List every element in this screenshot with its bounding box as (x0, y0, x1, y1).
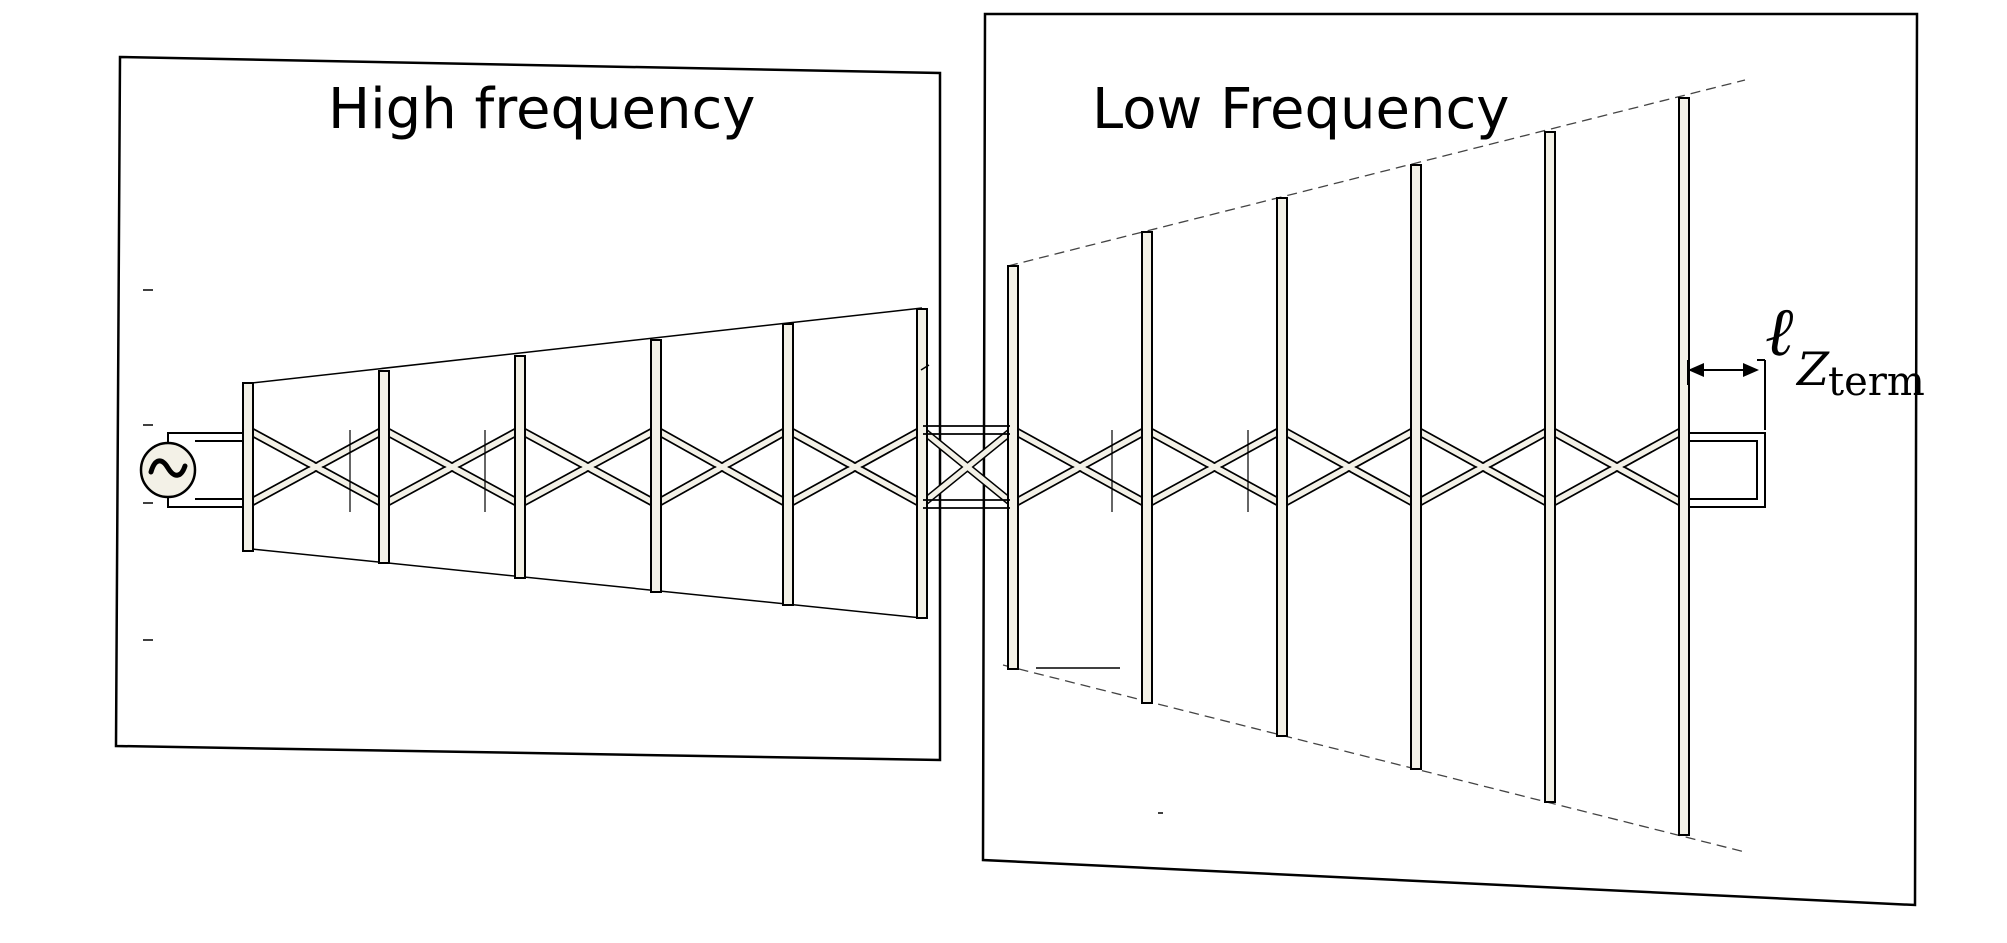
feed-upper-stub (167, 432, 244, 443)
high-frequency-title: High frequency (328, 77, 755, 142)
lf-element-3 (1276, 197, 1288, 737)
hf-element-2 (378, 370, 390, 564)
lattice-strip-up (518, 427, 658, 507)
hf-element-6 (916, 308, 928, 619)
feed-lower-stub (167, 497, 244, 508)
high-frequency-panel (114, 55, 942, 762)
termination-length-arrow (1687, 359, 1766, 430)
lattice-diagonal-up (1146, 425, 1283, 501)
lattice-diagonal-up (1012, 425, 1148, 501)
lattice-diagonal-up (1415, 433, 1551, 509)
lattice-diagonal-up (1549, 433, 1685, 509)
lf-element-1 (1007, 265, 1019, 670)
lf-element-2 (1141, 231, 1153, 704)
hf-element-1 (242, 382, 254, 552)
lf-element-4 (1410, 164, 1422, 770)
lattice-diagonal-up (1549, 425, 1685, 501)
lattice-strip-up (1414, 427, 1552, 507)
low-frequency-title: Low Frequency (1092, 77, 1509, 142)
lattice-strip-up (786, 427, 924, 507)
ac-source (139, 441, 197, 499)
lattice-diagonal-up (1281, 425, 1417, 501)
low-frequency-panel (981, 12, 1919, 907)
lattice-diagonal-up (383, 433, 521, 509)
hf-element-4 (650, 339, 662, 593)
lf-element-5 (1544, 131, 1556, 803)
lattice-diagonal-up (787, 425, 923, 501)
lattice-diagonal-up (921, 425, 1014, 501)
lattice-strip-up (1011, 427, 1149, 507)
hf-element-5 (782, 323, 794, 606)
lattice-strip-up (1280, 427, 1418, 507)
high-frequency-envelope (251, 307, 923, 619)
lf-element-6 (1678, 97, 1690, 836)
feed-tick-marks (143, 289, 1163, 814)
lattice-diagonal-up (921, 433, 1014, 509)
high-frequency-elements (242, 308, 928, 619)
termination-impedance-symbol: Z (1795, 342, 1830, 396)
low-frequency-envelope (1002, 79, 1746, 853)
lattice-strip-up (246, 427, 386, 507)
lattice-diagonal-up (247, 433, 385, 509)
lattice-diagonal-up (519, 425, 657, 501)
lattice-diagonal-up (655, 433, 789, 509)
lattice-diagonal-up (1415, 425, 1551, 501)
termination-stub (1690, 432, 1766, 508)
lattice-diagonal-up (655, 425, 789, 501)
lattice-diagonal-up (1012, 433, 1148, 509)
lattice-diagonal-up (383, 425, 521, 501)
termination-length-symbol: ℓ (1765, 293, 1793, 372)
lattice-strip-up (920, 428, 1015, 506)
lattice-diagonal-up (787, 433, 923, 509)
low-frequency-elements (1007, 97, 1690, 836)
feed-line-lattice (167, 425, 1690, 512)
termination-impedance-subscript: term (1828, 359, 1925, 405)
lattice-diagonal-up (519, 433, 657, 509)
lattice-diagonal-up (247, 425, 385, 501)
lattice-diagonal-up (1146, 433, 1283, 509)
inter-panel-connector (923, 425, 1010, 509)
lattice-diagonal-up (1281, 433, 1417, 509)
lattice-strip-up (1548, 427, 1686, 507)
hf-element-3 (514, 355, 526, 579)
lattice-strip-up (1145, 427, 1284, 507)
lattice-strip-up (382, 427, 522, 507)
lattice-strip-up (654, 427, 790, 507)
